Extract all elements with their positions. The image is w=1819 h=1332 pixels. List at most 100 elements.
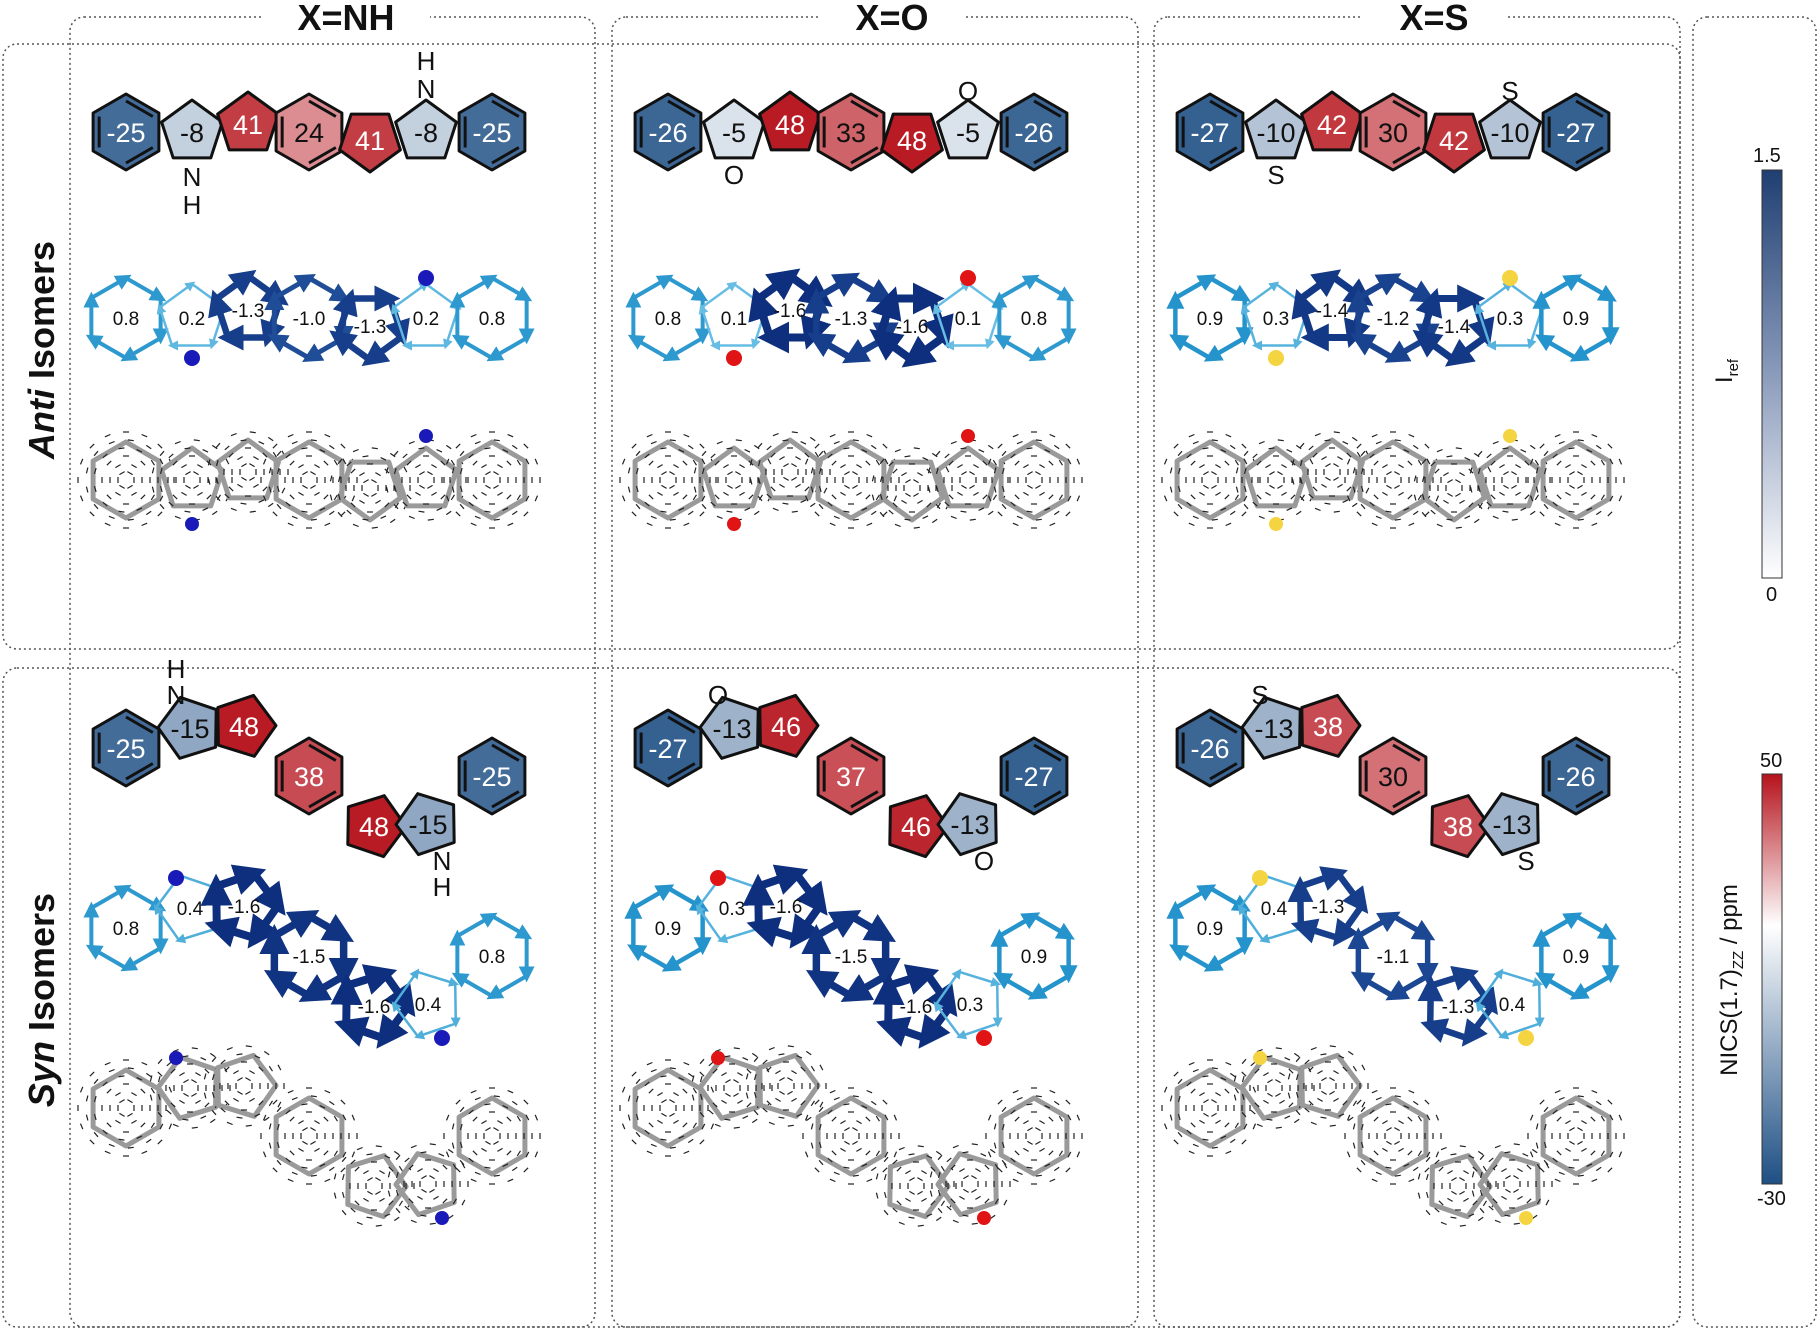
double-bond-line [1392, 790, 1421, 809]
field-vector [183, 1079, 189, 1084]
field-vector [879, 458, 885, 465]
field-vector [861, 1105, 868, 1109]
field-vector [352, 448, 359, 453]
field-vector [207, 478, 211, 485]
current-arrow [1535, 972, 1579, 999]
double-bond-line [1209, 715, 1238, 734]
field-vector [693, 467, 697, 474]
current-arrow [754, 864, 809, 895]
nics-ring [1240, 695, 1302, 760]
field-vector [683, 1061, 690, 1066]
field-vector [511, 444, 518, 450]
field-vector [145, 1138, 152, 1144]
field-vector [1268, 447, 1275, 450]
field-vector [436, 507, 443, 511]
double-bond-line [1575, 743, 1604, 762]
field-vector [1504, 1214, 1511, 1217]
field-vector [415, 491, 421, 496]
field-vector [363, 479, 369, 484]
nics-ring [216, 90, 280, 152]
current-value-label: 0.8 [113, 919, 139, 940]
field-vector [1188, 433, 1195, 438]
nics-value-label: -25 [106, 734, 145, 764]
field-vector [342, 1114, 347, 1121]
field-vector [1001, 1123, 1005, 1131]
field-vector [1524, 494, 1530, 500]
field-vector [1016, 1171, 1023, 1176]
field-vector [1543, 485, 1547, 493]
vector-field-anti-O [619, 429, 1083, 531]
nics-ring [936, 98, 1000, 160]
field-vector [1308, 1066, 1314, 1072]
field-vector [328, 510, 335, 516]
current-value-label: 0.3 [1497, 309, 1523, 330]
field-vector [402, 453, 408, 459]
current-arrow [1539, 912, 1583, 939]
field-vector [1463, 1197, 1469, 1202]
current-arrow [305, 912, 355, 942]
field-vector [791, 431, 798, 434]
field-vector [534, 1114, 539, 1121]
field-vector [1408, 1089, 1415, 1094]
field-vector [879, 493, 883, 501]
field-vector [174, 440, 181, 445]
double-bond-line [850, 146, 879, 165]
field-vector [814, 511, 820, 517]
field-vector [191, 1047, 198, 1050]
nics-value-label: 41 [355, 126, 385, 156]
current-arrow [89, 274, 132, 300]
field-vector [191, 1126, 198, 1129]
field-vector [682, 494, 688, 500]
field-vector [699, 511, 705, 517]
field-vector [673, 1119, 679, 1124]
current-value-label: 0.1 [721, 309, 747, 330]
heteroatom-dot [1269, 517, 1283, 531]
skeleton-ring [1477, 445, 1543, 509]
field-vector [1284, 1057, 1291, 1061]
field-vector [1382, 1147, 1388, 1152]
nics-ring [1478, 98, 1542, 160]
field-vector [657, 491, 663, 496]
field-vector [1049, 1089, 1056, 1094]
field-vector [844, 471, 850, 476]
field-vector [1430, 461, 1436, 467]
field-vector [276, 503, 282, 510]
field-vector [1225, 1150, 1232, 1155]
field-vector [648, 1122, 654, 1128]
field-vector [1356, 443, 1362, 449]
field-vector [883, 1191, 887, 1199]
field-vector [818, 1123, 822, 1131]
current-value-label: 0.4 [1261, 899, 1288, 920]
row-frame-syn [2, 667, 1681, 1328]
field-vector [980, 1153, 987, 1157]
field-vector [646, 1061, 653, 1066]
field-vector [393, 1150, 400, 1156]
field-vector [678, 507, 685, 511]
field-vector [287, 1178, 294, 1183]
field-vector [1369, 1157, 1375, 1163]
field-vector [1403, 1163, 1410, 1167]
field-vector [1515, 491, 1521, 496]
field-vector [287, 433, 294, 438]
heteroatom-label: N [167, 680, 186, 710]
field-vector [796, 1055, 803, 1059]
field-vector [1224, 1088, 1230, 1094]
field-vector [337, 458, 343, 465]
double-bond-line [308, 146, 337, 165]
field-vector [285, 453, 291, 459]
field-vector [85, 1095, 89, 1102]
field-vector [398, 1200, 404, 1207]
field-vector [1173, 443, 1179, 449]
skeleton-ring [1477, 1151, 1541, 1218]
double-bond-line [1033, 99, 1062, 118]
field-vector [258, 1066, 264, 1072]
field-vector [118, 1075, 125, 1078]
skeleton-ring [1540, 1095, 1612, 1177]
field-vector [1347, 1116, 1354, 1122]
field-vector [682, 1122, 688, 1128]
field-vector [1569, 471, 1575, 476]
field-vector [1288, 1068, 1294, 1074]
field-vector [1266, 1055, 1273, 1058]
heteroatom-dot [185, 517, 199, 531]
field-vector [984, 1198, 990, 1204]
